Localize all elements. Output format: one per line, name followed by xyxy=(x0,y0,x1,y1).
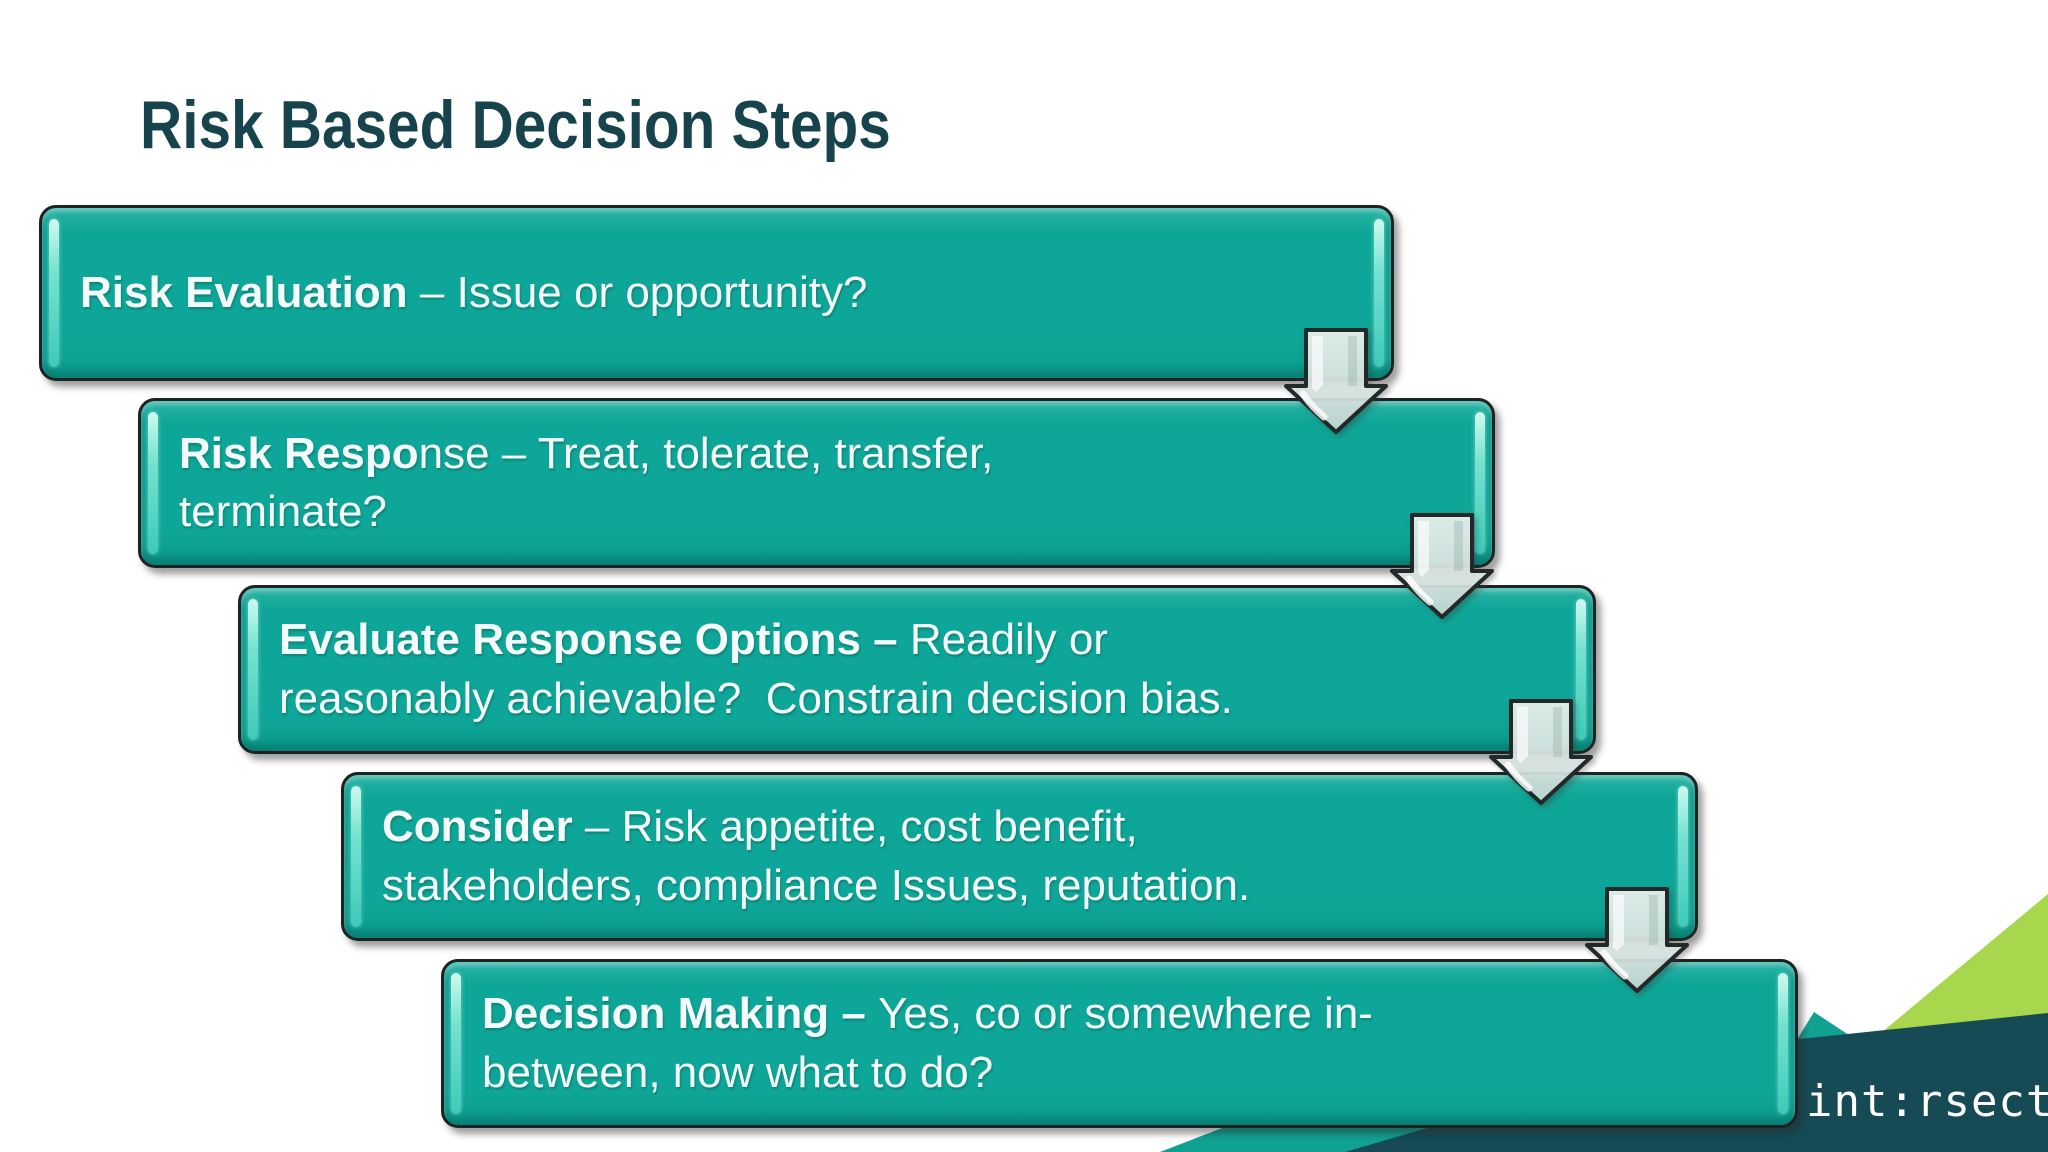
step-box-decision-making: Decision Making – Yes, co or somewhere i… xyxy=(441,959,1798,1128)
gloss-stripe xyxy=(351,786,361,927)
step-text: Risk Evaluation – Issue or opportunity? xyxy=(80,267,868,317)
down-arrow-icon xyxy=(1583,887,1691,994)
gloss-stripe xyxy=(148,412,158,554)
gloss-stripe xyxy=(451,973,461,1114)
gloss-stripe xyxy=(49,219,59,367)
down-arrow-icon xyxy=(1487,699,1595,806)
gloss-stripe xyxy=(1576,599,1586,740)
step-text: Decision Making – Yes, co or somewhere i… xyxy=(482,989,1373,1097)
down-arrow-icon xyxy=(1388,513,1496,620)
brand-wordmark: int:rsect xyxy=(1806,1076,2048,1127)
step-box-consider: Consider – Risk appetite, cost benefit,s… xyxy=(341,772,1698,941)
logo-lime-triangle xyxy=(1858,894,2048,1052)
step-box-risk-evaluation: Risk Evaluation – Issue or opportunity? xyxy=(39,205,1394,381)
step-box-risk-response: Risk Response – Treat, tolerate, transfe… xyxy=(138,398,1495,568)
gloss-stripe xyxy=(1778,973,1788,1114)
step-text: Consider – Risk appetite, cost benefit,s… xyxy=(382,802,1251,910)
gloss-stripe xyxy=(1678,786,1688,927)
page-title: Risk Based Decision Steps xyxy=(140,87,891,163)
gloss-stripe xyxy=(248,599,258,740)
gloss-stripe xyxy=(1374,219,1384,367)
step-text: Risk Response – Treat, tolerate, transfe… xyxy=(179,428,994,536)
gloss-stripe xyxy=(1475,412,1485,554)
down-arrow-icon xyxy=(1282,328,1390,435)
